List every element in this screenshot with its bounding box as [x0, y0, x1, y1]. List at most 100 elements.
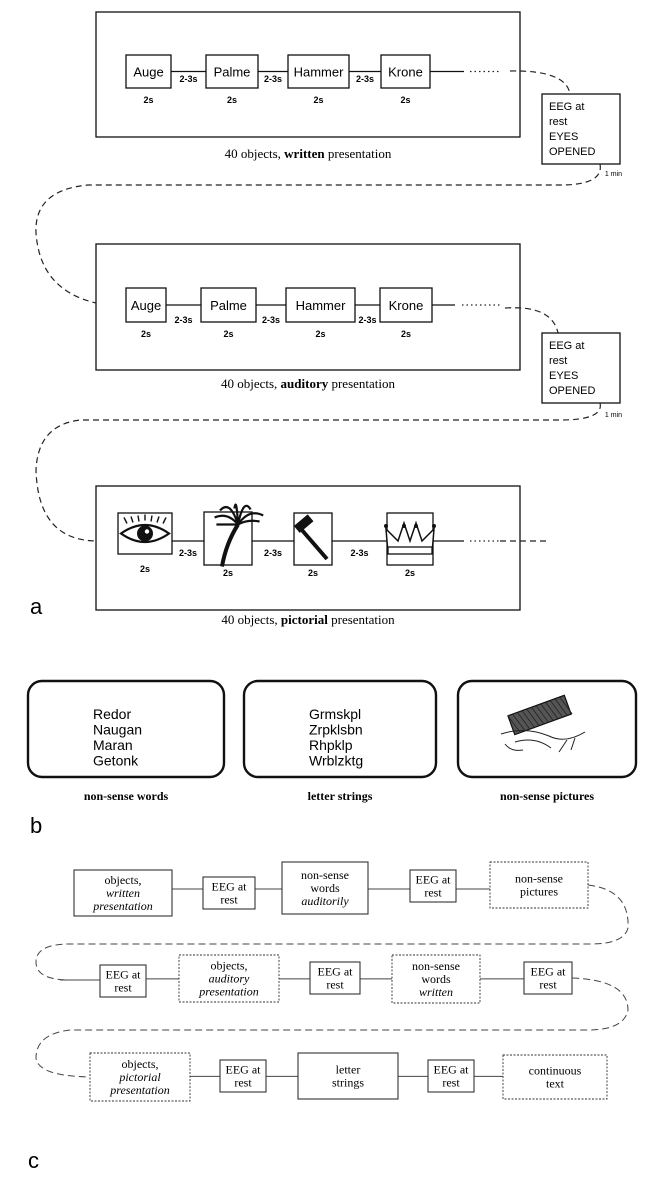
caption-suffix: presentation: [328, 612, 395, 627]
palm-frond: [233, 503, 240, 525]
eeg-box: [541, 93, 621, 165]
sequence-text: letter: [336, 1063, 361, 1077]
sequence-wrap-link: [35, 884, 629, 981]
stimulus-box: [380, 54, 431, 89]
sequence-text: rest: [326, 978, 344, 992]
eyelash: [123, 517, 128, 524]
interval-label: 2-3s: [179, 548, 197, 558]
stimulus-word: Krone: [388, 65, 423, 80]
eeg-box-text: rest: [549, 116, 567, 128]
sequence-text: words: [310, 881, 340, 895]
sequence-text: pictures: [520, 885, 558, 899]
screen-caption: non-sense pictures: [500, 789, 594, 803]
stimulus-box: [200, 287, 257, 323]
stimulus-word: Auge: [133, 65, 163, 80]
sequence-text: objects,: [105, 873, 142, 887]
stimulus-4: 2s: [384, 512, 436, 578]
caption-suffix: presentation: [325, 146, 392, 161]
screen-word: Grmskpl: [309, 706, 361, 722]
sequence-text: non-sense: [515, 872, 563, 886]
sequence-box: [99, 964, 147, 998]
screen-word: Getonk: [93, 753, 139, 769]
sequence-text: written: [419, 985, 453, 999]
sequence-text: non-sense: [301, 868, 349, 882]
duration-label: 2s: [143, 95, 153, 105]
sequence-text: presentation: [198, 985, 259, 999]
eeg-box-text: EYES: [549, 370, 578, 382]
interval-label: 2-3s: [264, 74, 282, 84]
eeg-box-text: EEG at: [549, 101, 584, 113]
sequence-text: words: [421, 972, 451, 986]
sequence-text: strings: [332, 1076, 364, 1090]
sequence-text: rest: [234, 1076, 252, 1090]
interval-label: 2-3s: [174, 315, 192, 325]
shape-hatch: [516, 712, 531, 730]
row-caption: 40 objects, pictorial presentation: [221, 612, 395, 627]
sequence-box: [89, 1052, 191, 1102]
screen-frame: [456, 679, 638, 779]
shape-hatch: [554, 698, 568, 716]
duration-label: 2s: [308, 568, 318, 578]
duration-label: 2s: [315, 329, 325, 339]
screen-frame: [242, 679, 438, 779]
duration-label: 2s: [223, 568, 233, 578]
crown-jewel: [402, 524, 406, 528]
shape-hatch: [526, 708, 540, 726]
stimulus-box: [285, 287, 356, 323]
hammer-handle: [299, 527, 329, 561]
caption-modality: written: [284, 146, 325, 161]
stimulus-2: Palme 2s: [205, 54, 259, 105]
interval-label: 2-3s: [179, 74, 197, 84]
sequence-text: EEG at: [416, 873, 452, 887]
panel-label: c: [28, 1148, 39, 1173]
caption-prefix: 40 objects,: [225, 146, 285, 161]
caption-modality: pictorial: [281, 612, 328, 627]
palm-frond: [236, 504, 252, 525]
caption-suffix: presentation: [328, 376, 395, 391]
abstract-shape: [507, 694, 573, 736]
stimulus-word: Palme: [214, 65, 251, 80]
sequence-text: EEG at: [212, 880, 248, 894]
sequence-text: written: [106, 886, 140, 900]
eye-iris: [137, 525, 153, 542]
eeg-box-text: rest: [549, 355, 567, 367]
eye-glint: [144, 529, 150, 534]
eyelash: [137, 515, 140, 522]
sequence-text: objects,: [211, 959, 248, 973]
sequence-text: auditorily: [301, 894, 349, 908]
eyelash: [130, 516, 134, 523]
duration-label: 2s: [227, 95, 237, 105]
sequence-wrap-link: [35, 977, 629, 1078]
stimulus-box: [287, 54, 350, 89]
stimulus-word: Hammer: [296, 298, 347, 313]
eyelash: [156, 516, 160, 523]
sequence-box: [309, 961, 361, 995]
sequence-text: presentation: [109, 1083, 170, 1097]
screen-word: Maran: [93, 737, 133, 753]
crown-jewel: [432, 524, 436, 528]
interval-label: 2-3s: [358, 315, 376, 325]
crown-jewel: [384, 524, 388, 528]
sequence-box: [202, 876, 256, 910]
caption-prefix: 40 objects,: [221, 376, 281, 391]
row-caption: 40 objects, auditory presentation: [221, 376, 396, 391]
stimulus-screen-3: non-sense pictures: [456, 679, 638, 803]
interval-label: 2-3s: [356, 74, 374, 84]
hammer-head: [293, 514, 314, 533]
sequence-row-2: EEG atrestobjects,auditorypresentationEE…: [99, 954, 573, 1004]
screen-word: Naugan: [93, 722, 142, 738]
sequence-text: non-sense: [412, 959, 460, 973]
